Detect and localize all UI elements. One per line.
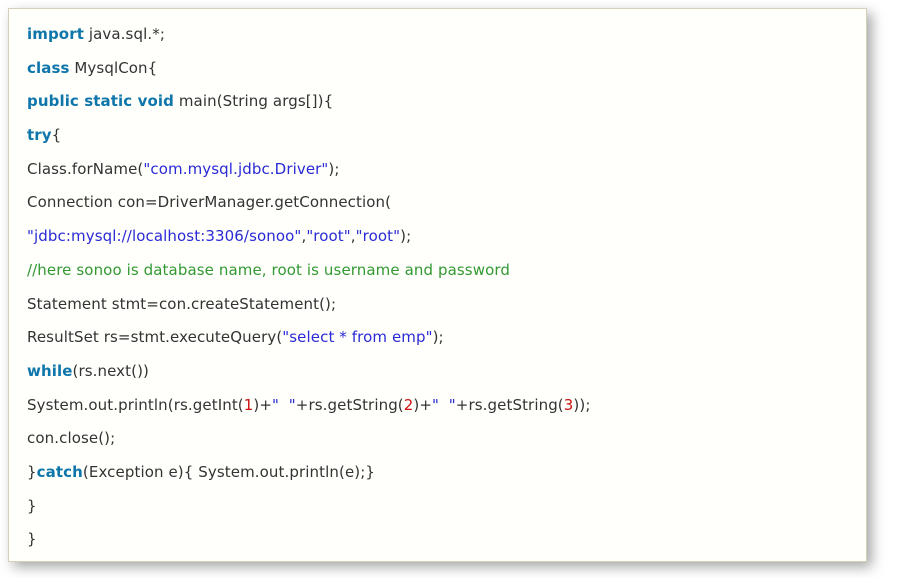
code-token-kw: public static void: [27, 92, 174, 111]
code-line: public static void main(String args[]){: [27, 85, 848, 119]
code-line: ResultSet rs=stmt.executeQuery("select *…: [27, 321, 848, 355]
code-token-str: "jdbc:mysql://localhost:3306/sonoo": [27, 227, 302, 246]
code-line: con.close();: [27, 422, 848, 456]
code-line: }: [27, 490, 848, 524]
code-token-pl: main(String args[]){: [173, 92, 334, 111]
code-line: import java.sql.*;: [27, 18, 848, 52]
code-token-pl: java.sql.*;: [83, 25, 165, 43]
code-token-str: "root": [306, 227, 351, 246]
code-token-pl: ,: [301, 227, 307, 246]
code-token-pl: )+: [413, 395, 433, 414]
code-token-str: " ": [432, 395, 456, 414]
code-token-kw: while: [27, 361, 73, 380]
code-token-pl: ));: [573, 395, 591, 414]
code-line: Statement stmt=con.createStatement();: [27, 288, 848, 322]
code-token-pl: MysqlCon{: [69, 58, 158, 77]
code-token-pl: Statement stmt=con.createStatement();: [27, 294, 337, 313]
code-token-pl: );: [328, 159, 340, 178]
code-line: }catch(Exception e){ System.out.println(…: [27, 456, 848, 490]
code-token-pl: con.close();: [27, 429, 116, 448]
code-line: Class.forName("com.mysql.jdbc.Driver");: [27, 153, 848, 187]
code-block: import java.sql.*;class MysqlCon{public …: [8, 8, 867, 562]
code-token-num: 3: [563, 395, 574, 414]
code-token-pl: }: [27, 462, 37, 481]
code-line: "jdbc:mysql://localhost:3306/sonoo","roo…: [27, 220, 848, 254]
code-token-pl: )+: [253, 395, 273, 414]
code-line: class MysqlCon{: [27, 52, 848, 86]
code-line: try{: [27, 119, 848, 153]
code-line: System.out.println(rs.getInt(1)+" "+rs.g…: [27, 389, 848, 423]
code-token-pl: Connection con=DriverManager.getConnecti…: [27, 193, 392, 212]
code-token-pl: {: [51, 126, 62, 145]
code-token-kw: class: [27, 58, 70, 77]
code-token-pl: System.out.println(rs.getInt(: [27, 395, 244, 414]
code-token-pl: }: [27, 496, 37, 515]
code-line: while(rs.next()): [27, 355, 848, 389]
code-token-str: "select * from emp": [282, 328, 433, 347]
code-line: }: [27, 523, 848, 557]
code-token-pl: );: [400, 227, 412, 246]
code-token-str: " ": [272, 395, 296, 414]
code-token-kw: import: [27, 25, 84, 43]
code-token-kw: catch: [36, 462, 83, 481]
code-token-pl: Class.forName(: [27, 159, 144, 178]
code-line: Connection con=DriverManager.getConnecti…: [27, 186, 848, 220]
code-token-pl: ResultSet rs=stmt.executeQuery(: [27, 328, 283, 347]
code-token-num: 2: [403, 395, 414, 414]
code-token-kw: try: [27, 126, 52, 145]
code-token-num: 1: [243, 395, 254, 414]
code-token-pl: }: [27, 530, 37, 549]
code-token-pl: ,: [350, 227, 356, 246]
code-token-pl: +rs.getString(: [295, 395, 404, 414]
code-token-pl: (Exception e){ System.out.println(e);}: [82, 462, 376, 481]
code-token-cmt: //here sonoo is database name, root is u…: [27, 260, 510, 279]
code-token-str: "com.mysql.jdbc.Driver": [143, 159, 329, 178]
code-token-pl: );: [432, 328, 444, 347]
code-token-str: "root": [355, 227, 401, 246]
code-token-pl: (rs.next()): [72, 361, 149, 380]
code-line: //here sonoo is database name, root is u…: [27, 254, 848, 288]
code-token-pl: +rs.getString(: [455, 395, 564, 414]
